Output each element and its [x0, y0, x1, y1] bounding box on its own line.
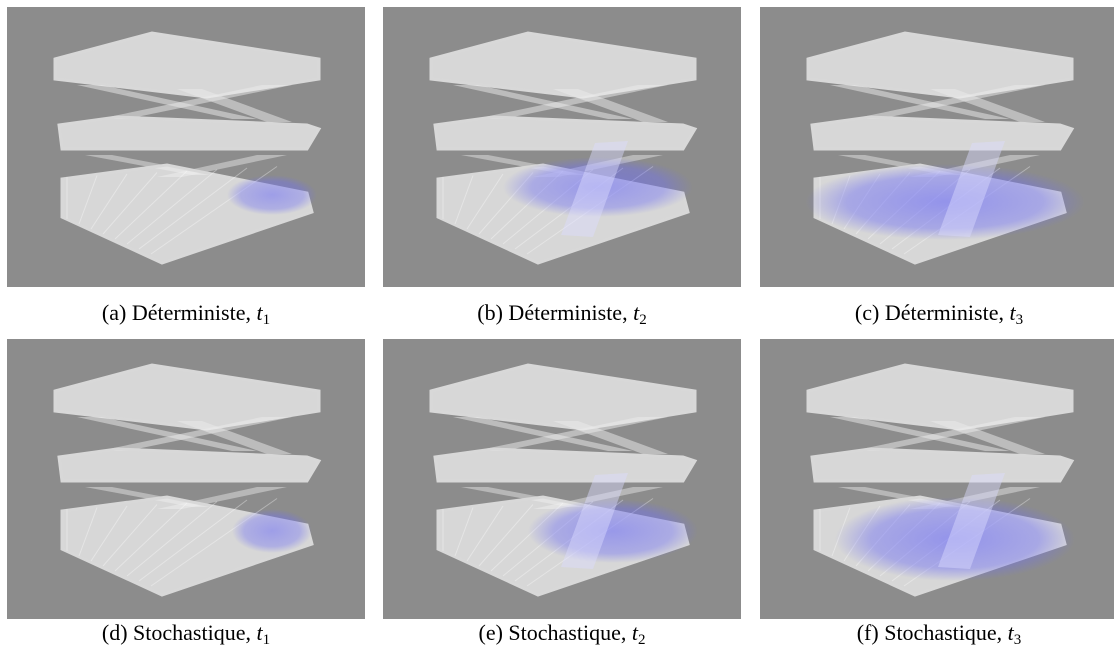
caption-f: (f) Stochastique, t3 [856, 620, 1022, 648]
grid-line [102, 504, 158, 567]
middle-layer-plate [433, 447, 698, 483]
middle-layer-plate [810, 447, 1075, 483]
activation-region [232, 509, 312, 553]
connection-strip [99, 85, 292, 119]
top-layer-plate [429, 363, 697, 431]
grid-line [138, 499, 248, 582]
projection-beam [938, 141, 1005, 237]
grid-line [126, 169, 218, 245]
middle-layer-plate [810, 115, 1075, 151]
connection-strip [475, 417, 668, 451]
connection-strip [453, 417, 633, 451]
connection-strip [453, 85, 633, 119]
middle-layer-plate [57, 447, 322, 483]
caption-e: (e) Stochastique, t2 [478, 620, 646, 648]
grid-line [102, 172, 158, 235]
activation-region [805, 164, 1085, 240]
figure-panel-a [7, 7, 365, 287]
connection-strip [475, 85, 668, 119]
connection-strip [930, 421, 1045, 454]
activation-region [503, 157, 693, 217]
caption-b: (b) Déterministe, t2 [477, 300, 647, 328]
middle-layer-plate [433, 115, 698, 151]
connection-strip [553, 89, 668, 122]
figure-panel-f [760, 339, 1114, 619]
top-layer-plate [429, 31, 697, 99]
caption-a: (a) Déterministe, t1 [101, 300, 271, 328]
connection-strip [177, 421, 292, 454]
layer-stack-render [429, 31, 698, 265]
grid-line [126, 501, 218, 577]
grid-line [466, 173, 504, 230]
top-layer-plate [53, 31, 321, 99]
caption-d: (d) Stochastique, t1 [101, 620, 271, 648]
grid-line [90, 173, 128, 230]
figure-panel-b [383, 7, 741, 287]
connection-strip [852, 85, 1045, 119]
connection-strip [930, 89, 1045, 122]
connection-strip [852, 417, 1045, 451]
middle-layer-plate [57, 115, 322, 151]
projection-beam [561, 473, 628, 569]
activation-region [835, 497, 1075, 581]
figure-panel-e [383, 339, 741, 619]
grid-line [478, 504, 534, 567]
grid-line [114, 502, 188, 572]
grid-line [454, 175, 474, 225]
figure-panel-c [760, 7, 1114, 287]
top-layer-plate [806, 363, 1074, 431]
figure-panel-d [7, 339, 365, 619]
connection-strip [99, 417, 292, 451]
connection-strip [77, 417, 257, 451]
top-layer-plate [53, 363, 321, 431]
activation-region [227, 175, 317, 215]
connection-strip [830, 85, 1010, 119]
grid-line [138, 167, 248, 250]
connection-strip [553, 421, 668, 454]
grid-line [78, 507, 98, 557]
layer-stack-render [429, 363, 698, 597]
layer-stack-render [53, 31, 322, 265]
layer-stack-render [805, 31, 1085, 265]
grid-line [114, 170, 188, 240]
top-layer-plate [806, 31, 1074, 99]
connection-strip [177, 89, 292, 122]
caption-c: (c) Déterministe, t3 [854, 300, 1024, 328]
grid-line [78, 175, 98, 225]
connection-strip [830, 417, 1010, 451]
projection-beam [938, 473, 1005, 569]
projection-beam [561, 141, 628, 237]
grid-line [454, 507, 474, 557]
grid-line [90, 505, 128, 562]
layer-stack-render [53, 363, 322, 597]
layer-stack-render [806, 363, 1075, 597]
grid-line [466, 505, 504, 562]
activation-region [528, 499, 698, 563]
connection-strip [77, 85, 257, 119]
